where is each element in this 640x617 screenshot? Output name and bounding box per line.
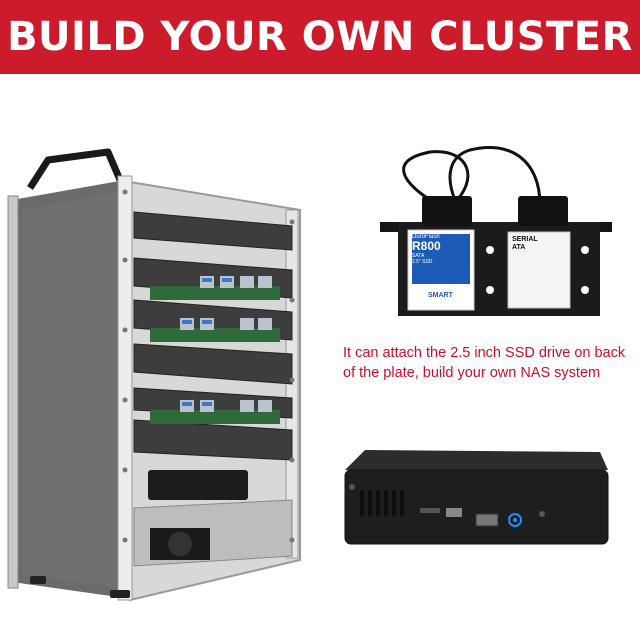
ssd-mount-plate bbox=[380, 145, 612, 316]
adapter-label-title: SERIAL ATA bbox=[512, 236, 538, 251]
banner-title: BUILD YOUR OWN CLUSTER bbox=[7, 14, 633, 60]
ssd-type: SATA bbox=[412, 253, 425, 259]
ssd-logo: SMART bbox=[428, 292, 453, 299]
ssd-size: 2.5" SSD bbox=[412, 259, 433, 265]
cluster-rack-case bbox=[7, 148, 301, 602]
ssd-model: R800 bbox=[412, 239, 441, 253]
mini-pc bbox=[344, 450, 609, 545]
title-banner: BUILD YOUR OWN CLUSTER bbox=[0, 0, 640, 74]
ssd-label: DuroFlash R800 SATA 2.5" SSD bbox=[412, 234, 470, 265]
ssd-caption: It can attach the 2.5 inch SSD drive on … bbox=[343, 345, 626, 381]
ssd-brand: DuroFlash bbox=[412, 234, 440, 240]
